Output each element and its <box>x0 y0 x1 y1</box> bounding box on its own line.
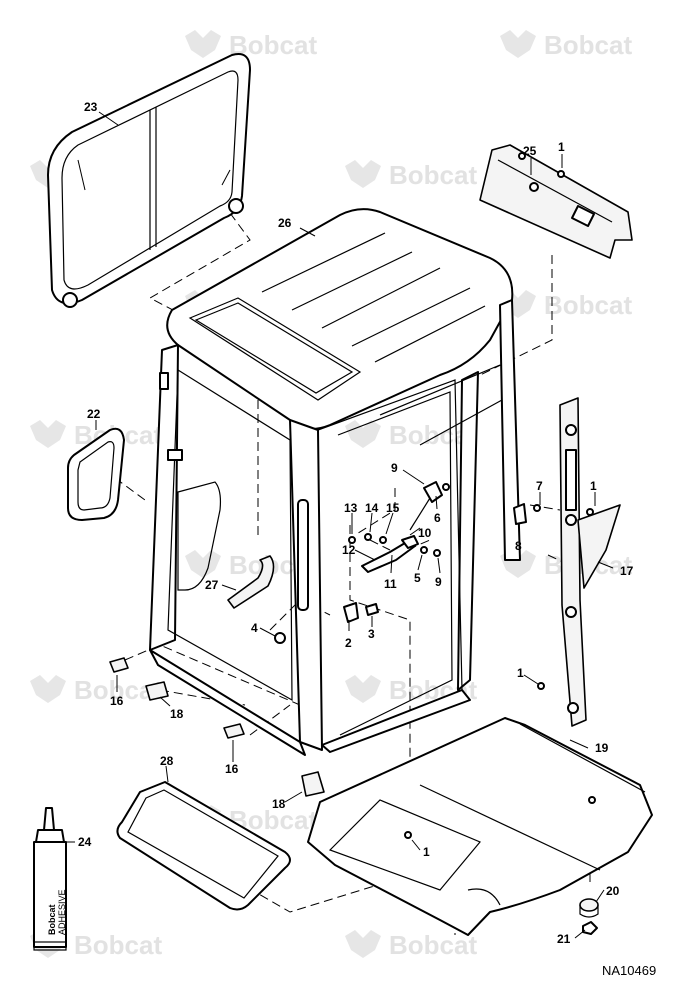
callout-18: 18 <box>170 707 184 721</box>
hardware <box>109 170 599 935</box>
part-24-adhesive-tube: Bobcat ADHESIVE <box>33 807 67 951</box>
callout-15: 15 <box>386 501 400 515</box>
callout-3: 3 <box>368 627 375 641</box>
watermark-text: Bobcat <box>74 930 162 960</box>
watermark-text: Bobcat <box>544 290 632 320</box>
part-28-floor-mat <box>116 781 291 911</box>
callout-21: 21 <box>557 932 571 946</box>
callout-26: 26 <box>278 216 292 230</box>
adhesive-brand: Bobcat <box>47 904 57 935</box>
bobcat-watermark-icon <box>500 30 536 58</box>
bobcat-watermark-icon <box>185 30 221 58</box>
callout-numbers: 23 25 1 26 22 9 7 1 6 13 14 15 10 8 12 1… <box>78 100 634 946</box>
callout-12: 12 <box>342 543 356 557</box>
callout-13: 13 <box>344 501 358 515</box>
callout-9: 9 <box>391 461 398 475</box>
part-22-side-window <box>67 427 125 521</box>
callout-4: 4 <box>251 621 258 635</box>
callout-1: 1 <box>558 140 565 154</box>
callout-28: 28 <box>160 754 174 768</box>
leader-lines <box>60 111 614 939</box>
callout-9: 9 <box>435 575 442 589</box>
bobcat-watermark-icon <box>345 420 381 448</box>
callout-6: 6 <box>434 511 441 525</box>
adhesive-label: ADHESIVE <box>57 889 67 935</box>
callout-24: 24 <box>78 835 92 849</box>
callout-10: 10 <box>418 526 432 540</box>
callout-1: 1 <box>590 479 597 493</box>
callout-17: 17 <box>620 564 634 578</box>
callout-5: 5 <box>414 571 421 585</box>
callout-20: 20 <box>606 884 620 898</box>
callout-18: 18 <box>272 797 286 811</box>
watermark-text: Bobcat <box>389 160 477 190</box>
callout-1: 1 <box>517 666 524 680</box>
callout-19: 19 <box>595 741 609 755</box>
bobcat-watermark-icon <box>345 930 381 958</box>
callout-2: 2 <box>345 636 352 650</box>
callout-25: 25 <box>523 144 537 158</box>
part-23-sliding-window <box>47 53 251 308</box>
callout-7: 7 <box>536 479 543 493</box>
callout-11: 11 <box>384 577 397 591</box>
callout-16: 16 <box>110 694 124 708</box>
part-17-pillar-trim <box>559 397 621 727</box>
callout-14: 14 <box>365 501 379 515</box>
watermark-text: Bobcat <box>544 30 632 60</box>
bobcat-watermark-icon <box>345 675 381 703</box>
bobcat-watermark-icon <box>30 420 66 448</box>
callout-8: 8 <box>515 539 522 553</box>
part-19-floor-panel <box>307 717 653 936</box>
bobcat-watermark-icon <box>30 675 66 703</box>
part-25-upper-panel <box>479 144 633 259</box>
drawing-reference: NA10469 <box>602 963 656 978</box>
part-26-cab-frame <box>149 208 521 756</box>
callout-27: 27 <box>205 578 219 592</box>
callout-16: 16 <box>225 762 239 776</box>
bobcat-watermark-icon <box>345 160 381 188</box>
callout-1: 1 <box>423 845 430 859</box>
callout-22: 22 <box>87 407 101 421</box>
callout-23: 23 <box>84 100 98 114</box>
watermark-text: Bobcat <box>389 930 477 960</box>
bobcat-watermark-icon <box>185 550 221 578</box>
